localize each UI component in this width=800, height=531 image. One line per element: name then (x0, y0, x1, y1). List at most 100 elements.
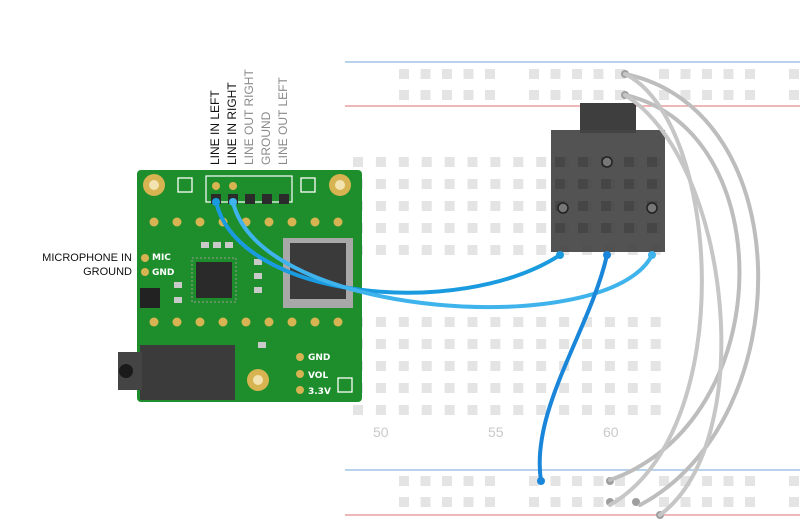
silk-gnd-left: GND (152, 268, 174, 278)
grid-hole (490, 405, 501, 415)
mic-connector (140, 288, 160, 308)
pad-bottom-row (241, 317, 251, 327)
rail-hole (615, 69, 625, 79)
wire-grey-2 (608, 93, 742, 482)
grid-hole (444, 245, 455, 255)
pad-bottom-row (195, 317, 205, 327)
grid-hole (398, 157, 409, 167)
wire-end-jack-g (603, 251, 611, 259)
smd-part (254, 259, 262, 265)
rail-hole (463, 69, 474, 79)
grid-hole (490, 179, 501, 189)
wire-end-lir (229, 198, 237, 206)
grid-hole (467, 245, 478, 255)
pad-top-row (310, 217, 320, 227)
label-ground-left: GROUND (83, 266, 132, 278)
codec-chip-pins (191, 257, 237, 303)
grid-hole (375, 405, 386, 415)
grid-hole (490, 361, 501, 371)
pad-bottom-row (287, 317, 297, 327)
grid-hole (627, 383, 638, 393)
grid-hole (513, 157, 524, 167)
wire-end-jack-l (556, 251, 564, 259)
grid-hole (582, 383, 592, 393)
smd-part (201, 242, 209, 248)
grid-hole (604, 339, 615, 349)
grid-hole (604, 317, 615, 327)
rail-hole (420, 476, 431, 486)
mounting-hole-center (149, 180, 159, 190)
grid-hole (398, 361, 409, 371)
wire-end-lil (212, 198, 220, 206)
grid-hole (444, 157, 455, 167)
rail-hole (572, 497, 582, 507)
grid-hole (375, 361, 386, 371)
label-ground: GROUND (259, 111, 273, 165)
grid-hole (536, 201, 547, 211)
mounting-hole-center (335, 180, 345, 190)
grid-hole (375, 339, 386, 349)
grid-hole (536, 383, 547, 393)
grid-hole (490, 201, 501, 211)
rail-hole (420, 69, 431, 79)
grid-hole (398, 223, 409, 233)
grid-hole (421, 223, 432, 233)
grid-hole (421, 317, 432, 327)
rail-hole (550, 90, 561, 100)
headphone-jack (140, 345, 235, 400)
grid-hole (490, 157, 501, 167)
rail-hole (702, 476, 712, 486)
rail-hole (529, 69, 539, 79)
grid-hole (353, 405, 363, 415)
grid-hole (444, 405, 455, 415)
pad-right (296, 353, 304, 361)
rail-hole (463, 497, 474, 507)
rail-hole (789, 90, 799, 100)
grid-hole (398, 317, 409, 327)
grid-hole (582, 405, 592, 415)
grid-hole (627, 405, 638, 415)
grid-hole (375, 179, 386, 189)
rail-hole (615, 90, 625, 100)
grid-hole (513, 245, 524, 255)
grid-hole (582, 339, 592, 349)
grid-hole (536, 223, 547, 233)
label-line-out-right: LINE OUT RIGHT (242, 69, 256, 165)
grid-hole (650, 383, 661, 393)
grid-hole (536, 339, 547, 349)
smd-part (254, 287, 262, 293)
rail-hole (745, 69, 755, 79)
audio-adaptor-board: MIC GND GND VOL 3.3V (118, 170, 362, 402)
rail-hole (659, 69, 669, 79)
rail-hole (723, 69, 734, 79)
grid-hole (490, 339, 501, 349)
rail-hole (659, 90, 669, 100)
rail-hole (529, 497, 539, 507)
label-line-in-left: LINE IN LEFT (208, 90, 222, 165)
pad-right (296, 370, 304, 378)
wires (212, 72, 761, 517)
grid-hole (375, 383, 386, 393)
rail-hole (442, 497, 452, 507)
grid-hole (375, 157, 386, 167)
column-number-50: 50 (373, 424, 389, 440)
grid-hole (490, 383, 501, 393)
grid-hole (421, 179, 432, 189)
grid-hole (444, 317, 455, 327)
header-pin (279, 194, 289, 204)
grid-hole (559, 339, 570, 349)
grid-hole (513, 383, 524, 393)
grid-hole (650, 361, 661, 371)
grid-hole (467, 339, 478, 349)
pad-bottom-row (218, 317, 228, 327)
rail-hole (399, 497, 409, 507)
grid-hole (559, 405, 570, 415)
grid-hole (536, 361, 547, 371)
rail-hole (702, 69, 712, 79)
grid-hole (467, 383, 478, 393)
wire-end-rail (537, 477, 545, 485)
label-microphone-in: MICROPHONE IN (42, 252, 132, 264)
grid-hole (627, 361, 638, 371)
rail-contact (632, 498, 640, 506)
grid-hole (421, 201, 432, 211)
